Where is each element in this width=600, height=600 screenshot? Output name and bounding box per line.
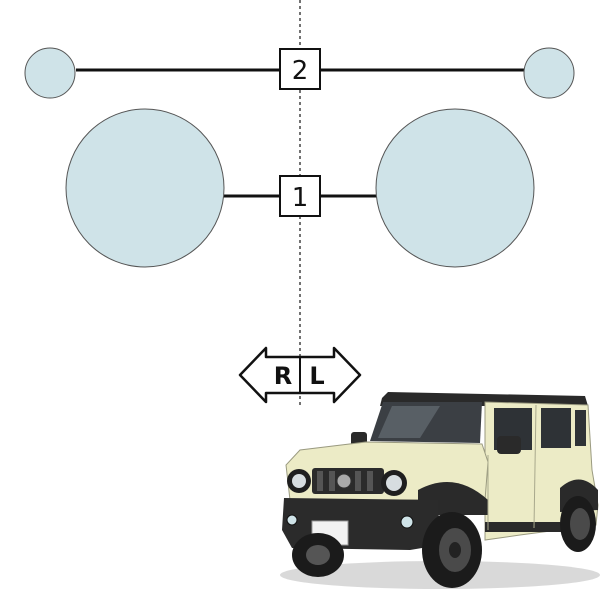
side-skirt	[485, 522, 565, 532]
front-left-wheel	[292, 533, 344, 577]
side-window-2	[541, 408, 571, 448]
side-window-3	[575, 410, 586, 446]
fog-lamp-left	[287, 515, 297, 525]
fog-lamp-right	[401, 516, 413, 528]
lamp-right-small	[524, 48, 574, 98]
direction-arrow: R L	[240, 348, 360, 402]
label-right-side: R	[274, 362, 292, 390]
vehicle-photo	[280, 392, 600, 589]
lamp-left-large	[66, 109, 224, 267]
label-left-side: L	[309, 362, 324, 390]
front-right-wheel	[422, 512, 482, 588]
side-mirror-right	[497, 436, 521, 454]
lamp-right-large	[376, 109, 534, 267]
headlight-right-inner	[386, 475, 402, 491]
label-2: 2	[292, 56, 309, 86]
lamp-left-small	[25, 48, 75, 98]
brand-emblem	[337, 474, 351, 488]
headlight-left-inner	[292, 474, 306, 488]
label-1: 1	[292, 183, 309, 213]
rear-wheel	[560, 496, 596, 552]
